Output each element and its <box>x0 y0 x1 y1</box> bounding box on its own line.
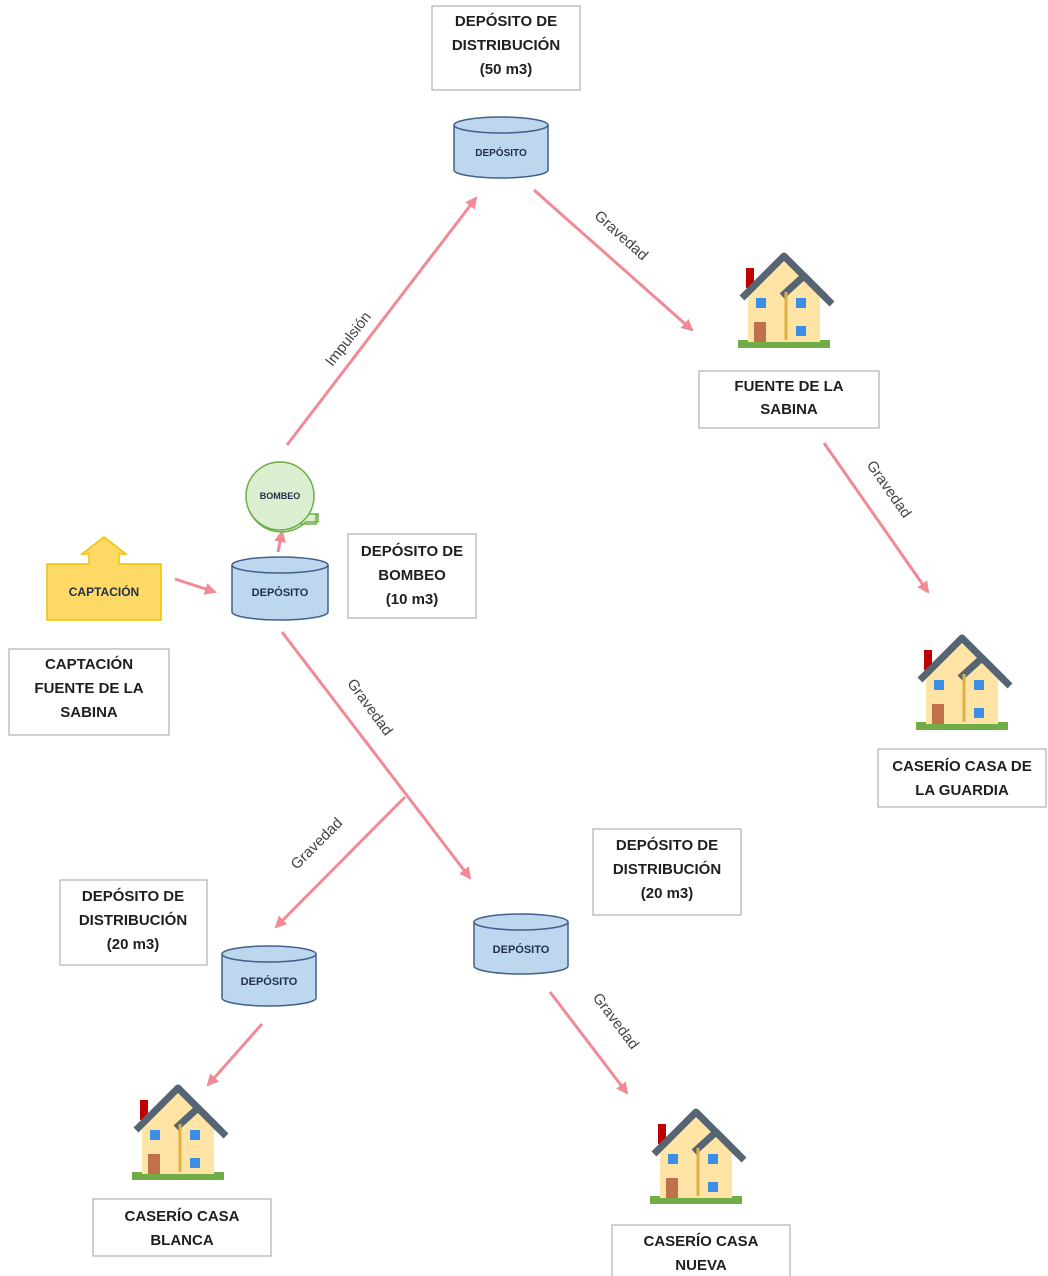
capture-captacion: CAPTACIÓN <box>46 536 162 621</box>
label-line: DEPÓSITO DE <box>361 542 463 560</box>
label-caserio-nueva: CASERÍO CASA NUEVA <box>611 1224 791 1276</box>
label-line: CASERÍO CASA <box>643 1233 758 1250</box>
label-deposito-distribucion-20-left: DEPÓSITO DE DISTRIBUCIÓN (20 m3) <box>59 879 208 966</box>
house-icon <box>738 256 832 348</box>
capture-label: CAPTACIÓN <box>69 584 139 599</box>
label-line: BLANCA <box>150 1232 213 1249</box>
flow-label-gravedad-main: Gravedad <box>343 676 395 739</box>
label-line: BOMBEO <box>378 567 446 584</box>
label-line: NUEVA <box>675 1257 727 1274</box>
label-captacion-fuente-sabina: CAPTACIÓN FUENTE DE LA SABINA <box>8 648 170 736</box>
label-line: CASERÍO CASA <box>124 1208 239 1225</box>
house-icon <box>132 1088 226 1180</box>
pump-label: BOMBEO <box>260 491 301 501</box>
label-line: SABINA <box>60 704 118 721</box>
tank-label: DEPÓSITO <box>241 975 298 988</box>
label-line: DISTRIBUCIÓN <box>613 860 721 878</box>
label-line: (10 m3) <box>386 591 439 608</box>
arrow-deposito-blanca <box>206 1023 264 1087</box>
label-line: DEPÓSITO DE <box>616 836 718 854</box>
label-line: FUENTE DE LA <box>734 378 843 395</box>
arrow-gravedad-2 <box>822 442 930 594</box>
label-line: CAPTACIÓN <box>45 655 133 673</box>
tank-distribucion-50: DEPÓSITO <box>453 116 549 179</box>
label-line: (20 m3) <box>641 885 694 902</box>
arrow-impulsion <box>285 196 478 446</box>
arrow-gravedad-1 <box>533 188 694 332</box>
label-caserio-guardia: CASERÍO CASA DE LA GUARDIA <box>877 748 1047 808</box>
label-deposito-bombeo: DEPÓSITO DE BOMBEO (10 m3) <box>347 533 477 619</box>
label-line: FUENTE DE LA <box>34 680 143 697</box>
flow-arrows <box>174 188 930 1095</box>
label-line: DEPÓSITO DE <box>455 12 557 30</box>
tank-distribucion-20-left: DEPÓSITO <box>221 945 317 1007</box>
label-line: DISTRIBUCIÓN <box>452 36 560 54</box>
label-line: SABINA <box>760 401 818 418</box>
label-deposito-distribucion-50: DEPÓSITO DE DISTRIBUCIÓN (50 m3) <box>431 5 581 91</box>
label-line: LA GUARDIA <box>915 782 1009 799</box>
label-line: (50 m3) <box>480 61 533 78</box>
tank-label: DEPÓSITO <box>252 586 309 599</box>
label-deposito-distribucion-20-right: DEPÓSITO DE DISTRIBUCIÓN (20 m3) <box>592 828 742 916</box>
tank-label: DEPÓSITO <box>475 146 527 159</box>
label-line: (20 m3) <box>107 936 160 953</box>
tank-bombeo: DEPÓSITO <box>231 556 329 621</box>
house-icon <box>650 1112 744 1204</box>
label-fuente-sabina: FUENTE DE LA SABINA <box>698 370 880 429</box>
flow-label-gravedad-top: Gravedad <box>591 207 651 264</box>
arrow-captacion-deposito <box>174 577 217 595</box>
label-line: CASERÍO CASA DE <box>892 758 1031 775</box>
arrow-gravedad-nueva <box>548 991 629 1095</box>
tank-distribucion-20-right: DEPÓSITO <box>473 913 569 975</box>
flow-label-gravedad-nueva: Gravedad <box>589 990 642 1053</box>
arrow-gravedad-main <box>280 631 472 880</box>
label-line: DEPÓSITO DE <box>82 887 184 905</box>
label-caserio-blanca: CASERÍO CASA BLANCA <box>92 1198 272 1257</box>
tank-label: DEPÓSITO <box>493 943 550 956</box>
label-line: DISTRIBUCIÓN <box>79 911 187 929</box>
pump-bombeo: BOMBEO <box>245 461 319 533</box>
arrow-deposito-bombeo <box>274 530 286 553</box>
arrow-gravedad-branch <box>274 795 407 929</box>
house-icon <box>916 638 1010 730</box>
